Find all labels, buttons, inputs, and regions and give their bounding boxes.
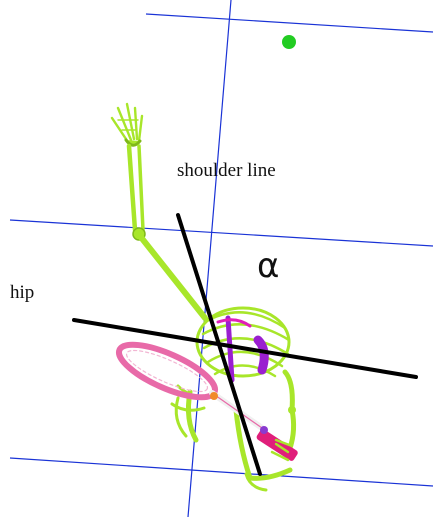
hip-line-label: hip [10, 282, 34, 304]
angle-alpha-label: α [257, 246, 279, 286]
racket-butt-cap [260, 426, 268, 434]
grid-line-bottom [10, 458, 433, 486]
racket-head [113, 334, 222, 407]
grid-line-middle [10, 220, 433, 246]
raised-forearm [129, 146, 143, 230]
far-elbow-joint [288, 406, 296, 414]
raised-hand [112, 104, 142, 142]
racket-throat-joint [210, 392, 218, 400]
perspective-grid [10, 0, 433, 517]
target-ball [282, 35, 296, 49]
grid-line-top [146, 14, 433, 32]
raised-upper-arm [140, 236, 205, 318]
shoulder-line-label: shoulder line [177, 160, 276, 182]
